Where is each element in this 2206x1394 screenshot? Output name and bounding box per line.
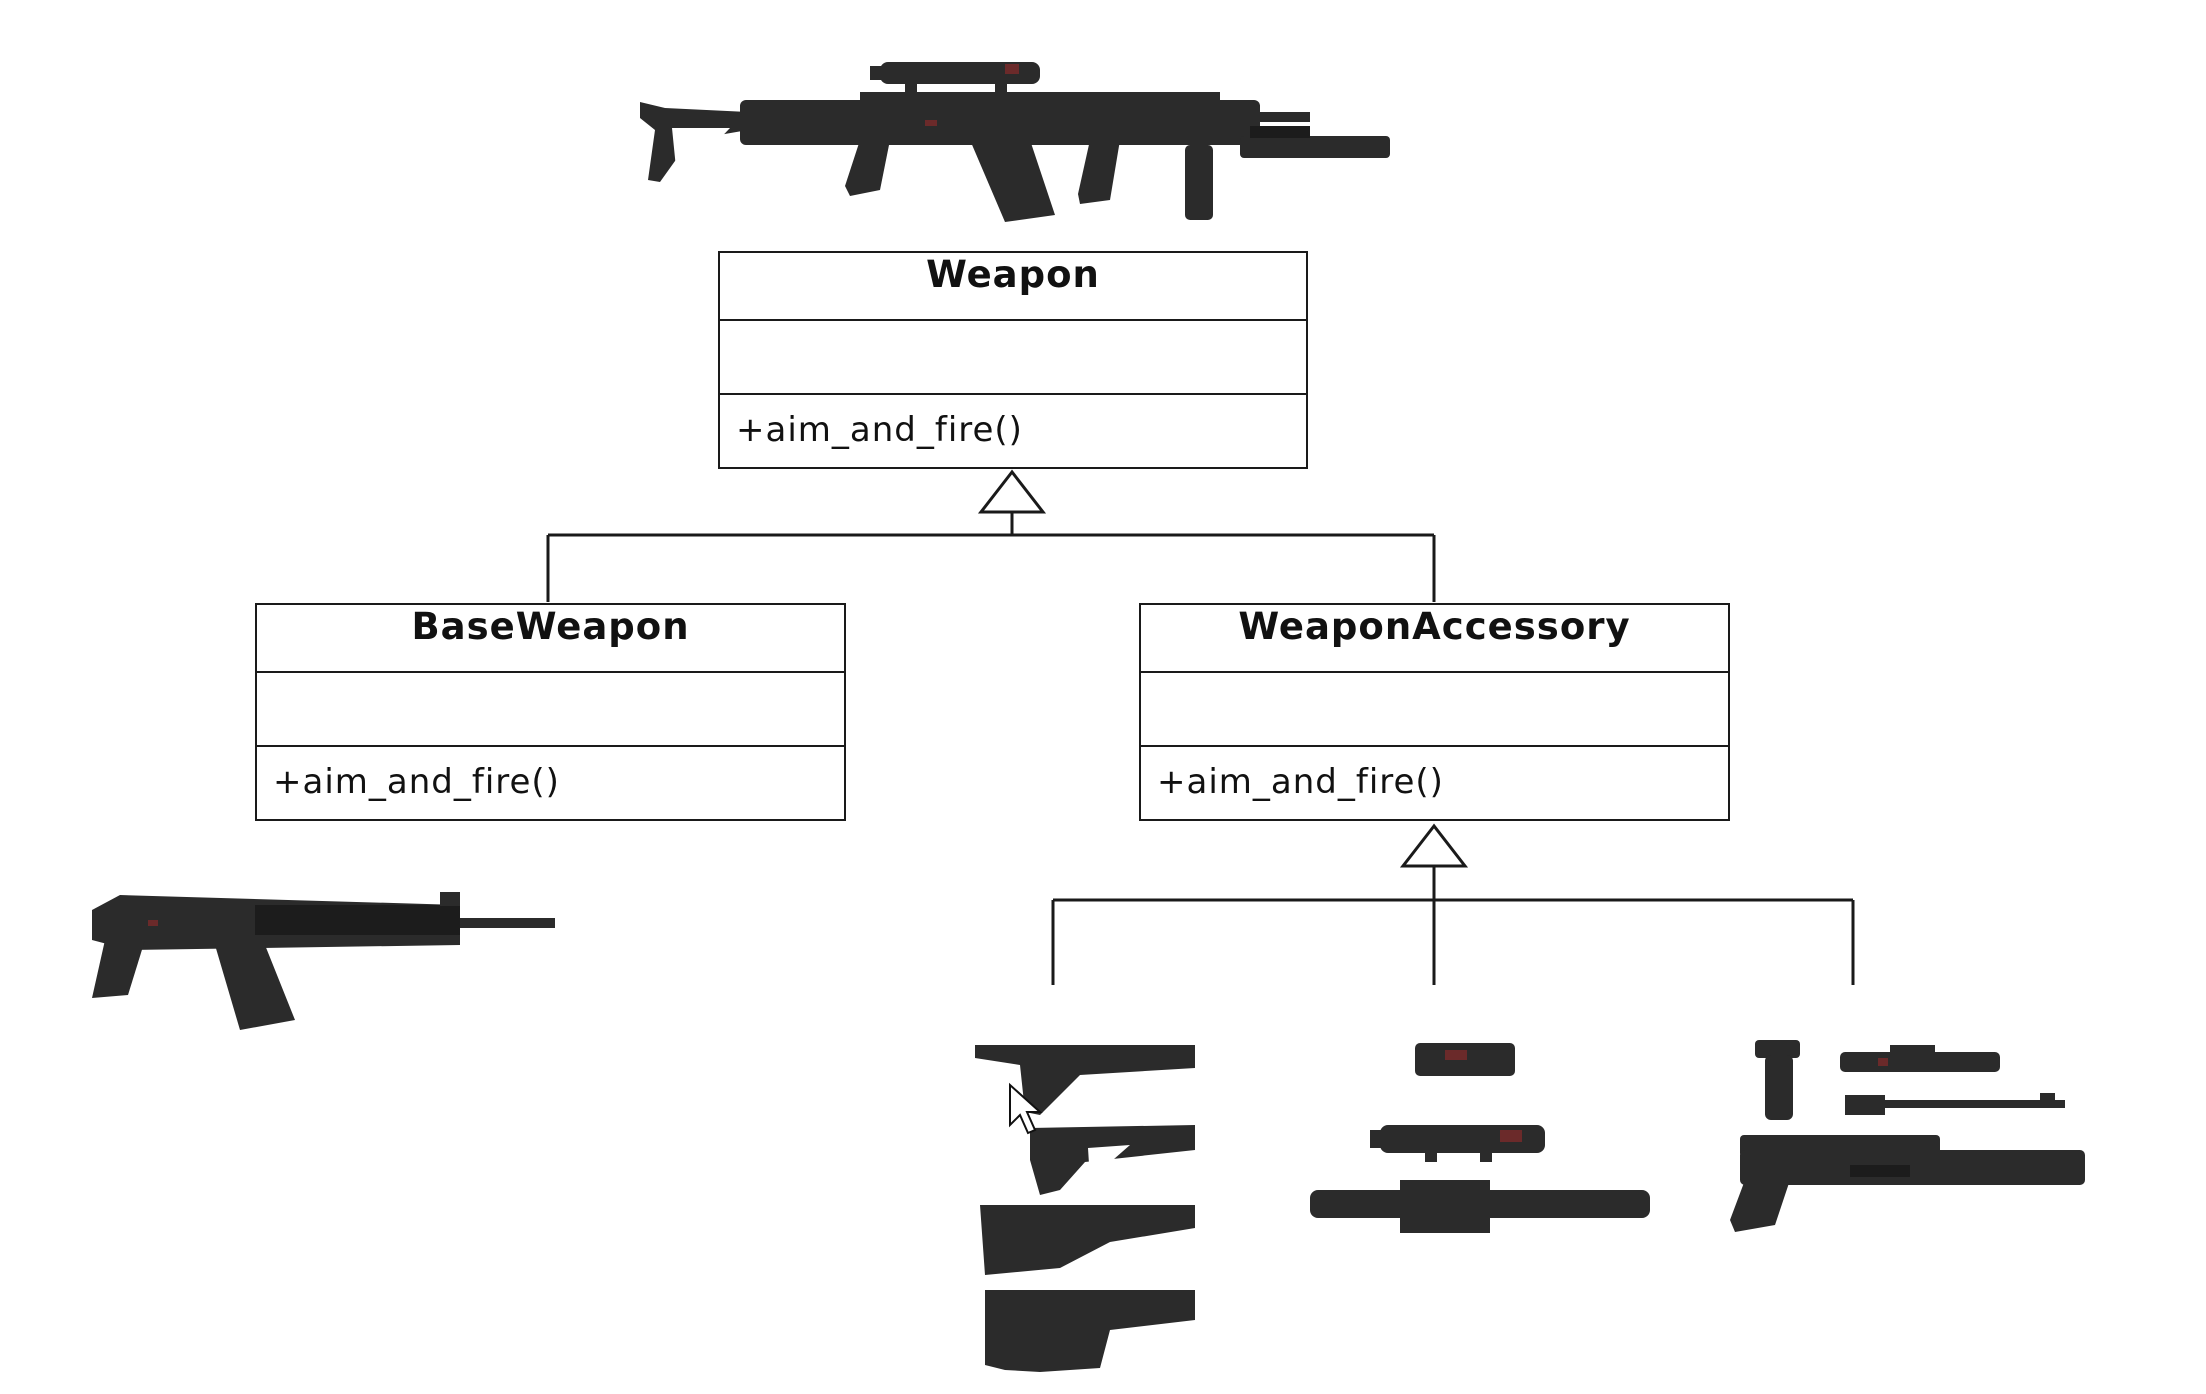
class-name: Weapon bbox=[720, 253, 1306, 321]
inheritance-arrow bbox=[1399, 823, 1469, 868]
weapon-accessory-class: WeaponAccessory +aim_and_fire() bbox=[1139, 603, 1730, 821]
class-name: BaseWeapon bbox=[257, 605, 844, 673]
class-attributes bbox=[257, 673, 844, 747]
weapon-class: Weapon +aim_and_fire() bbox=[718, 251, 1308, 469]
base-weapon-class: BaseWeapon +aim_and_fire() bbox=[255, 603, 846, 821]
class-attributes bbox=[1141, 673, 1728, 747]
class-attributes bbox=[720, 321, 1306, 395]
inheritance-arrow bbox=[977, 469, 1047, 514]
class-operation: +aim_and_fire() bbox=[273, 762, 560, 802]
class-name: WeaponAccessory bbox=[1141, 605, 1728, 673]
class-operation: +aim_and_fire() bbox=[1157, 762, 1444, 802]
class-operation: +aim_and_fire() bbox=[736, 410, 1023, 450]
